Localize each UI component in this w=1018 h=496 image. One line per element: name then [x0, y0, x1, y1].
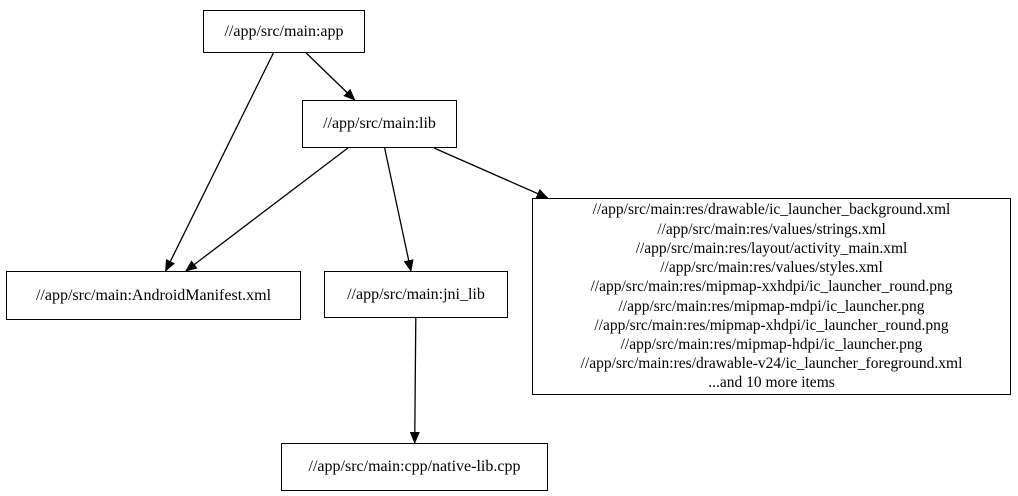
resource-more-items: ...and 10 more items — [708, 374, 835, 392]
edge-app-to-manifest — [165, 52, 274, 272]
node-app: //app/src/main:app — [203, 10, 365, 53]
resource-item: //app/src/main:res/mipmap-mdpi/ic_launch… — [618, 297, 925, 315]
node-resources-filegroup: //app/src/main:res/drawable/ic_launcher_… — [532, 198, 1011, 395]
node-android-manifest: //app/src/main:AndroidManifest.xml — [6, 271, 301, 320]
edge-lib-to-resources — [433, 147, 549, 199]
edge-jni_lib-to-cpp — [409, 317, 420, 444]
resource-item: //app/src/main:res/mipmap-xhdpi/ic_launc… — [594, 316, 949, 334]
edge-lib-to-jni_lib — [384, 147, 414, 272]
resource-item: //app/src/main:res/mipmap-hdpi/ic_launch… — [620, 335, 923, 353]
resource-item: //app/src/main:res/values/strings.xml — [657, 220, 886, 238]
node-jni-lib: //app/src/main:jni_lib — [324, 271, 508, 318]
node-app-label: //app/src/main:app — [224, 22, 344, 40]
node-lib-label: //app/src/main:lib — [323, 115, 436, 132]
edge-lib-to-manifest — [184, 147, 349, 272]
edge-app-to-lib — [305, 52, 356, 101]
resource-item: //app/src/main:res/drawable/ic_launcher_… — [592, 201, 951, 219]
resource-item: //app/src/main:res/drawable-v24/ic_launc… — [580, 355, 963, 373]
resource-item: //app/src/main:res/layout/activity_main.… — [635, 239, 908, 257]
node-native-lib-cpp-label: //app/src/main:cpp/native-lib.cpp — [308, 458, 521, 475]
resource-item: //app/src/main:res/values/styles.xml — [660, 259, 883, 277]
resource-item: //app/src/main:res/mipmap-xxhdpi/ic_laun… — [590, 278, 953, 296]
node-native-lib-cpp: //app/src/main:cpp/native-lib.cpp — [281, 443, 548, 491]
node-jni-lib-label: //app/src/main:jni_lib — [347, 285, 485, 303]
node-lib: //app/src/main:lib — [302, 100, 457, 148]
node-android-manifest-label: //app/src/main:AndroidManifest.xml — [35, 286, 272, 304]
